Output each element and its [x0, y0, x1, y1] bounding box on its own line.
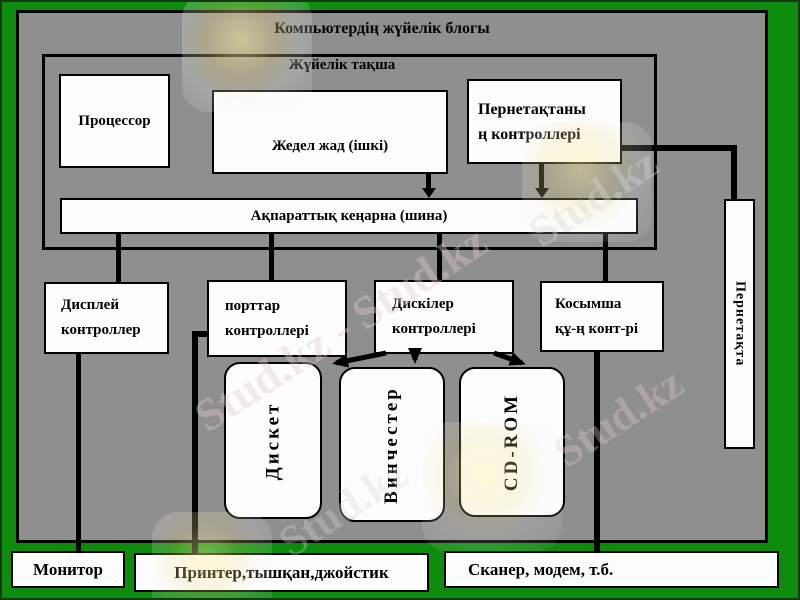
connector-kbdctrl-keyboard-v [731, 145, 737, 199]
disk-controller-box: Дискілер контроллері [374, 280, 514, 354]
keyboard-controller-line1: Пернетақтаны [478, 100, 586, 118]
connector-bus-disk [437, 234, 442, 282]
cdrom-drive-box: CD-ROM [459, 367, 565, 517]
scanner-modem-box: Сканер, модем, т.б. [444, 551, 779, 588]
connector-bus-extra [603, 234, 608, 282]
floppy-drive-box: Дискет [224, 362, 322, 519]
ports-controller-box: порттар контроллері [207, 280, 347, 357]
keyboard-box: Пернетақта [724, 199, 755, 449]
ram-label: Жедел жад (ішкі) [271, 137, 389, 154]
bus-label: Ақпараттық кеңарна (шина) [250, 207, 448, 224]
extra-devices-controller-line1: Косымша [555, 295, 622, 312]
disk-controller-line1: Дискілер [392, 296, 454, 312]
processor-box: Процессор [59, 74, 170, 168]
monitor-label: Монитор [33, 559, 103, 579]
display-controller-box: Дисплей контроллер [44, 282, 169, 354]
scanner-modem-label: Сканер, модем, т.б. [468, 559, 614, 579]
keyboard-controller-line2: ң контроллері [478, 125, 581, 143]
ports-controller-line1: порттар [225, 297, 281, 314]
ports-controller-line2: контроллері [225, 322, 309, 339]
hdd-drive-label: Винчестер [381, 385, 402, 504]
keyboard-label: Пернетақта [732, 281, 748, 367]
system-board-label: Жүйелік тақша [288, 57, 396, 73]
extra-devices-controller-line2: құ-ң конт-рі [555, 320, 638, 337]
diagram-title: Компьютердің жүйелік блогы [274, 20, 490, 37]
monitor-box: Монитор [11, 551, 125, 588]
connector-extra-scanner [594, 352, 600, 552]
connector-bus-display [116, 234, 121, 282]
connector-ports-printer [192, 331, 198, 555]
ram-box: Жедел жад (ішкі) [212, 90, 448, 174]
connector-kbdctrl-keyboard-h [622, 145, 737, 151]
arrowhead-ram-bus [422, 188, 436, 198]
printer-mouse-joystick-label: Принтер,тышқан,джойстик [174, 562, 389, 582]
processor-label: Процессор [78, 112, 151, 129]
printer-mouse-joystick-box: Принтер,тышқан,джойстик [134, 553, 429, 592]
cdrom-drive-label: CD-ROM [500, 392, 522, 492]
connector-bus-ports [269, 234, 274, 282]
connector-kbdctrl-bus [539, 164, 544, 190]
arrowhead-kbdctrl-bus [535, 188, 549, 198]
connector-ports-printer-stub [192, 331, 209, 337]
floppy-drive-label: Дискет [261, 401, 283, 480]
connector-display-monitor [76, 354, 81, 552]
keyboard-controller-box: Пернетақтаны ң контроллері [467, 79, 622, 164]
bus-box: Ақпараттық кеңарна (шина) [60, 198, 638, 234]
disk-controller-line2: контроллері [392, 321, 476, 337]
system-board-box [42, 54, 657, 250]
display-controller-line1: Дисплей [61, 297, 119, 313]
hdd-drive-box: Винчестер [339, 367, 445, 522]
display-controller-line2: контроллер [61, 322, 141, 338]
connector-ram-bus [426, 174, 431, 190]
extra-devices-controller-box: Косымша құ-ң конт-рі [540, 281, 664, 352]
